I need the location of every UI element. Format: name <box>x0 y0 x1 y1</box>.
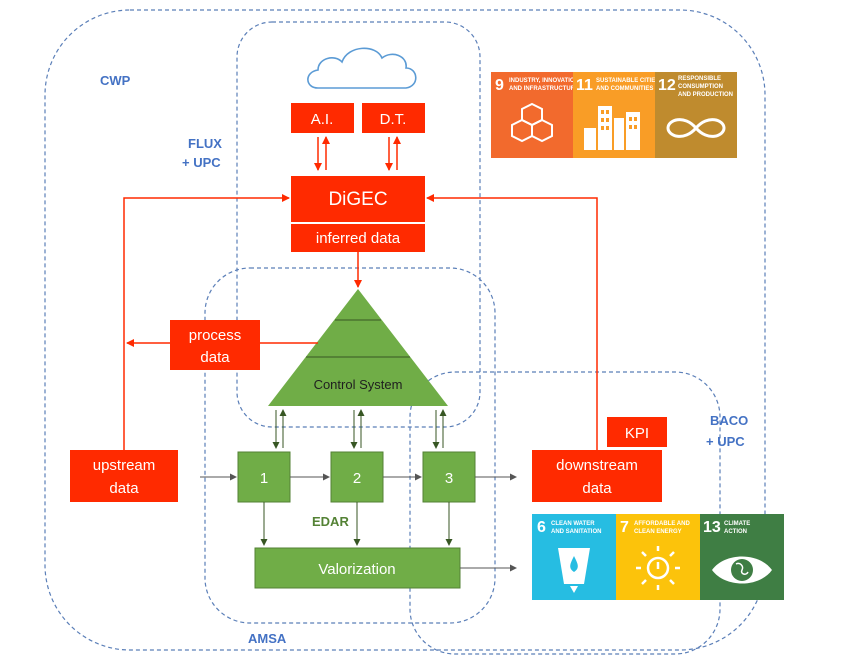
sdg-7-number: 7 <box>620 519 629 536</box>
sdg-9-number: 9 <box>495 77 504 94</box>
sdg-12-title-line1: RESPONSIBLE <box>678 76 721 82</box>
process-data-label-line1: process <box>189 327 242 344</box>
sdg-7-title-line2: CLEAN ENERGY <box>634 529 682 535</box>
baco-label-line2: + UPC <box>706 434 745 449</box>
downstream-feedback-line <box>426 194 598 450</box>
sdg-6-title-line1: CLEAN WATER <box>551 521 595 527</box>
inferred-data-box <box>291 224 425 252</box>
stage-1-label: 1 <box>260 470 268 487</box>
downstream-data-label-line2: data <box>582 480 612 497</box>
dt-label: D.T. <box>380 111 407 128</box>
sdg-6-title-line2: AND SANITATION <box>551 529 601 535</box>
sdg-6-number: 6 <box>537 519 546 536</box>
dt-box <box>362 103 425 133</box>
flux-label-line1: FLUX <box>188 136 222 151</box>
edar-label: EDAR <box>312 514 349 529</box>
digec-label: DiGEC <box>328 189 387 210</box>
cwp-region <box>44 9 766 651</box>
sdg-13-title-line1: CLIMATE <box>724 521 750 527</box>
amsa-label: AMSA <box>248 631 287 646</box>
downstream-data-box <box>532 450 662 502</box>
sdg-9-title-line2: AND INFRASTRUCTURE <box>509 86 579 92</box>
sdg-9-title-line1: INDUSTRY, INNOVATION <box>509 78 579 84</box>
upstream-data-label-line1: upstream <box>93 457 156 474</box>
process-data-label-line2: data <box>200 349 230 366</box>
sdg-11-title-line1: SUSTAINABLE CITIES <box>596 78 659 84</box>
process-data-box <box>170 320 260 370</box>
sdg-6-tile: 6 CLEAN WATER AND SANITATION <box>532 514 616 600</box>
cloud-icon <box>307 47 417 89</box>
sdg-12-tile: 12 RESPONSIBLE CONSUMPTION AND PRODUCTIO… <box>655 72 737 158</box>
earth-eye-icon <box>712 556 772 584</box>
sdg-13-tile: 13 CLIMATE ACTION <box>700 514 784 600</box>
sdg-11-tile: 11 SUSTAINABLE CITIES AND COMMUNITIES <box>573 72 659 158</box>
cubes-icon <box>511 102 553 143</box>
valorization-box <box>254 547 461 589</box>
upstream-data-label-line2: data <box>109 480 139 497</box>
flux-region <box>236 21 481 428</box>
infinity-icon <box>666 118 726 138</box>
sun-power-icon <box>636 546 680 590</box>
valorization-label: Valorization <box>318 561 395 578</box>
digec-box <box>291 176 425 222</box>
inferred-data-label: inferred data <box>316 230 401 247</box>
sdg-12-title-line2: CONSUMPTION <box>678 84 723 90</box>
cwp-label: CWP <box>100 73 131 88</box>
control-system-label: Control System <box>314 377 403 392</box>
sdg-12-title-line3: AND PRODUCTION <box>678 92 733 98</box>
kpi-label: KPI <box>625 425 649 442</box>
kpi-box <box>607 417 667 447</box>
stage-3-label: 3 <box>445 470 453 487</box>
flux-label-line2: + UPC <box>182 155 221 170</box>
buildings-icon <box>584 106 640 150</box>
sdg-13-number: 13 <box>703 519 721 536</box>
baco-label-line1: BACO <box>710 413 748 428</box>
ai-box <box>291 103 354 133</box>
upstream-feedback-line <box>123 194 290 450</box>
stage-2-box <box>330 451 384 503</box>
downstream-data-label-line1: downstream <box>556 457 638 474</box>
sdg-7-tile: 7 AFFORDABLE AND CLEAN ENERGY <box>616 514 700 600</box>
sdg-9-tile: 9 INDUSTRY, INNOVATION AND INFRASTRUCTUR… <box>491 72 579 158</box>
sdg-11-number: 11 <box>576 77 593 94</box>
ai-label: A.I. <box>311 111 334 128</box>
amsa-region <box>204 267 496 624</box>
stage-2-label: 2 <box>353 470 361 487</box>
water-glass-icon <box>558 548 590 593</box>
sdg-13-title-line2: ACTION <box>724 529 747 535</box>
upstream-data-box <box>70 450 178 502</box>
sdg-7-title-line1: AFFORDABLE AND <box>634 521 690 527</box>
baco-region <box>409 371 721 655</box>
control-system-pyramid <box>268 289 448 406</box>
sdg-12-number: 12 <box>658 77 676 94</box>
sdg-11-title-line2: AND COMMUNITIES <box>596 86 653 92</box>
